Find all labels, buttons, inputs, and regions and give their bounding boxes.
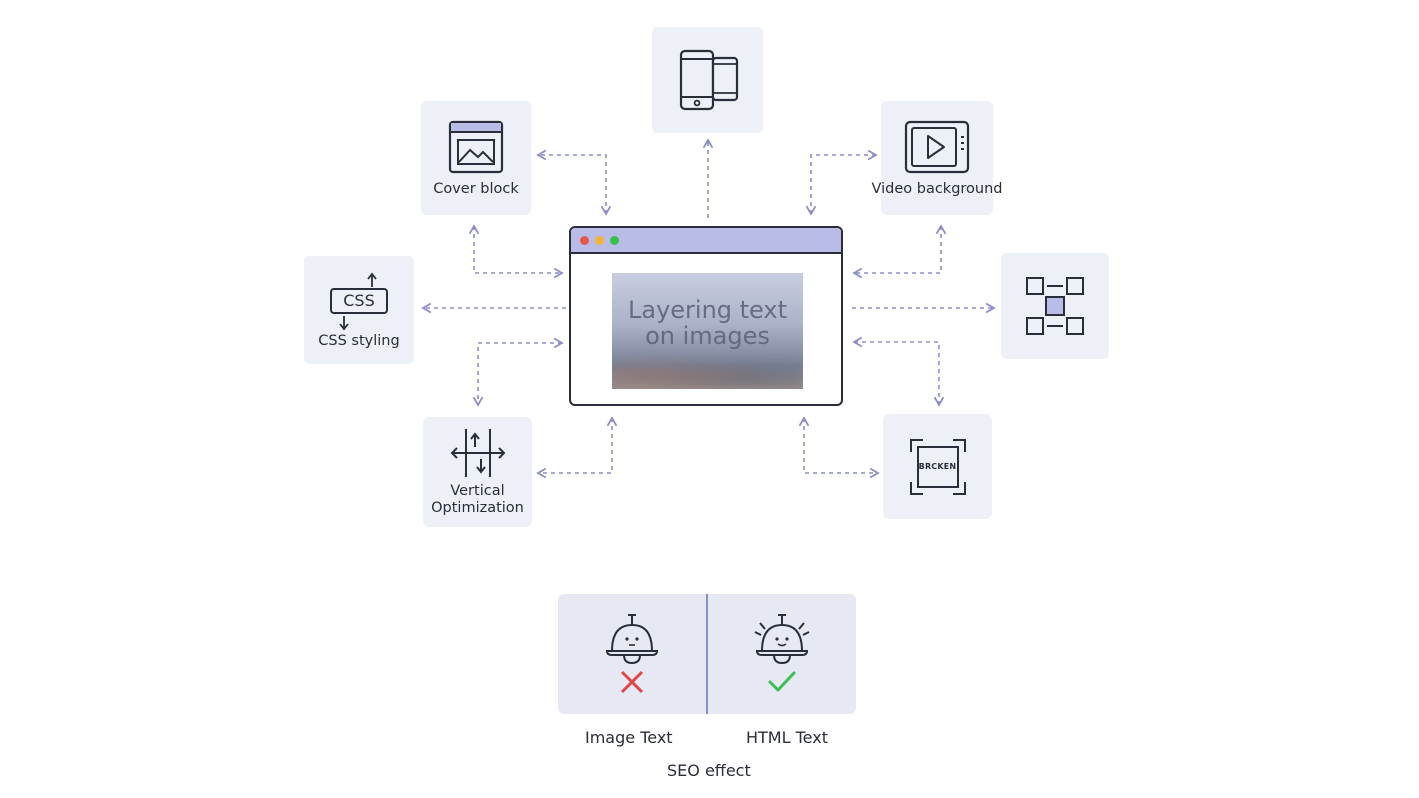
arrow-broken-bottom bbox=[798, 416, 880, 479]
video-play-icon bbox=[904, 120, 970, 173]
seo-comparison-panel bbox=[558, 594, 856, 714]
vertical-optimization-label: Vertical Optimization bbox=[431, 483, 524, 517]
hero-text-line1: Layering text bbox=[627, 296, 788, 324]
grid-layout-tile bbox=[1001, 253, 1109, 359]
window-minimize-dot bbox=[595, 235, 604, 245]
broken-frame-icon: BRCKEN bbox=[909, 438, 967, 496]
arrow-cover-block bbox=[536, 149, 612, 216]
window-maximize-dot bbox=[610, 235, 619, 245]
css-styling-tile: CSS CSS styling bbox=[304, 256, 414, 364]
image-text-label: Image Text bbox=[585, 728, 673, 747]
video-background-tile: Video background bbox=[872, 101, 1003, 215]
hero-image: Layering text on images bbox=[612, 273, 803, 389]
seo-divider bbox=[706, 594, 708, 714]
vertical-align-icon bbox=[450, 429, 505, 477]
arrow-video-to-browser bbox=[852, 224, 947, 279]
image-frame-icon bbox=[448, 120, 504, 173]
arrow-vertical-top bbox=[472, 337, 564, 407]
browser-window: Layering text on images bbox=[569, 226, 843, 406]
broken-tile: BRCKEN bbox=[883, 414, 992, 519]
vertical-label-line1: Vertical bbox=[450, 483, 505, 499]
hero-text: Layering text on images bbox=[612, 297, 803, 349]
css-box-icon: CSS bbox=[329, 271, 389, 331]
html-text-label: HTML Text bbox=[746, 728, 828, 747]
seo-effect-caption: SEO effect bbox=[667, 761, 751, 780]
check-icon bbox=[768, 671, 796, 692]
robot-bell-icon bbox=[605, 614, 659, 665]
cross-icon bbox=[620, 670, 644, 694]
vertical-label-line2: Optimization bbox=[431, 500, 524, 516]
cover-block-tile: Cover block bbox=[421, 101, 531, 215]
broken-icon-text: BRCKEN bbox=[918, 461, 957, 471]
grid-layout-icon bbox=[1026, 277, 1084, 335]
arrow-broken-top bbox=[852, 336, 945, 407]
hero-text-line2: on images bbox=[645, 322, 770, 350]
robot-bell-happy-icon bbox=[754, 614, 810, 665]
arrow-vertical-bottom bbox=[536, 416, 618, 479]
mobile-devices-icon bbox=[679, 49, 738, 111]
image-text-panel bbox=[558, 594, 706, 714]
html-text-panel bbox=[708, 594, 856, 714]
vertical-optimization-tile: Vertical Optimization bbox=[423, 417, 532, 527]
browser-title-bar bbox=[571, 228, 841, 254]
mobile-tile bbox=[652, 27, 763, 133]
arrow-video-background bbox=[805, 149, 878, 216]
cover-block-label: Cover block bbox=[433, 180, 519, 197]
arrow-cover-to-browser bbox=[468, 224, 564, 279]
css-styling-label: CSS styling bbox=[318, 332, 400, 349]
window-close-dot bbox=[580, 235, 589, 245]
video-background-label: Video background bbox=[871, 180, 1003, 197]
css-icon-text: CSS bbox=[343, 290, 375, 310]
